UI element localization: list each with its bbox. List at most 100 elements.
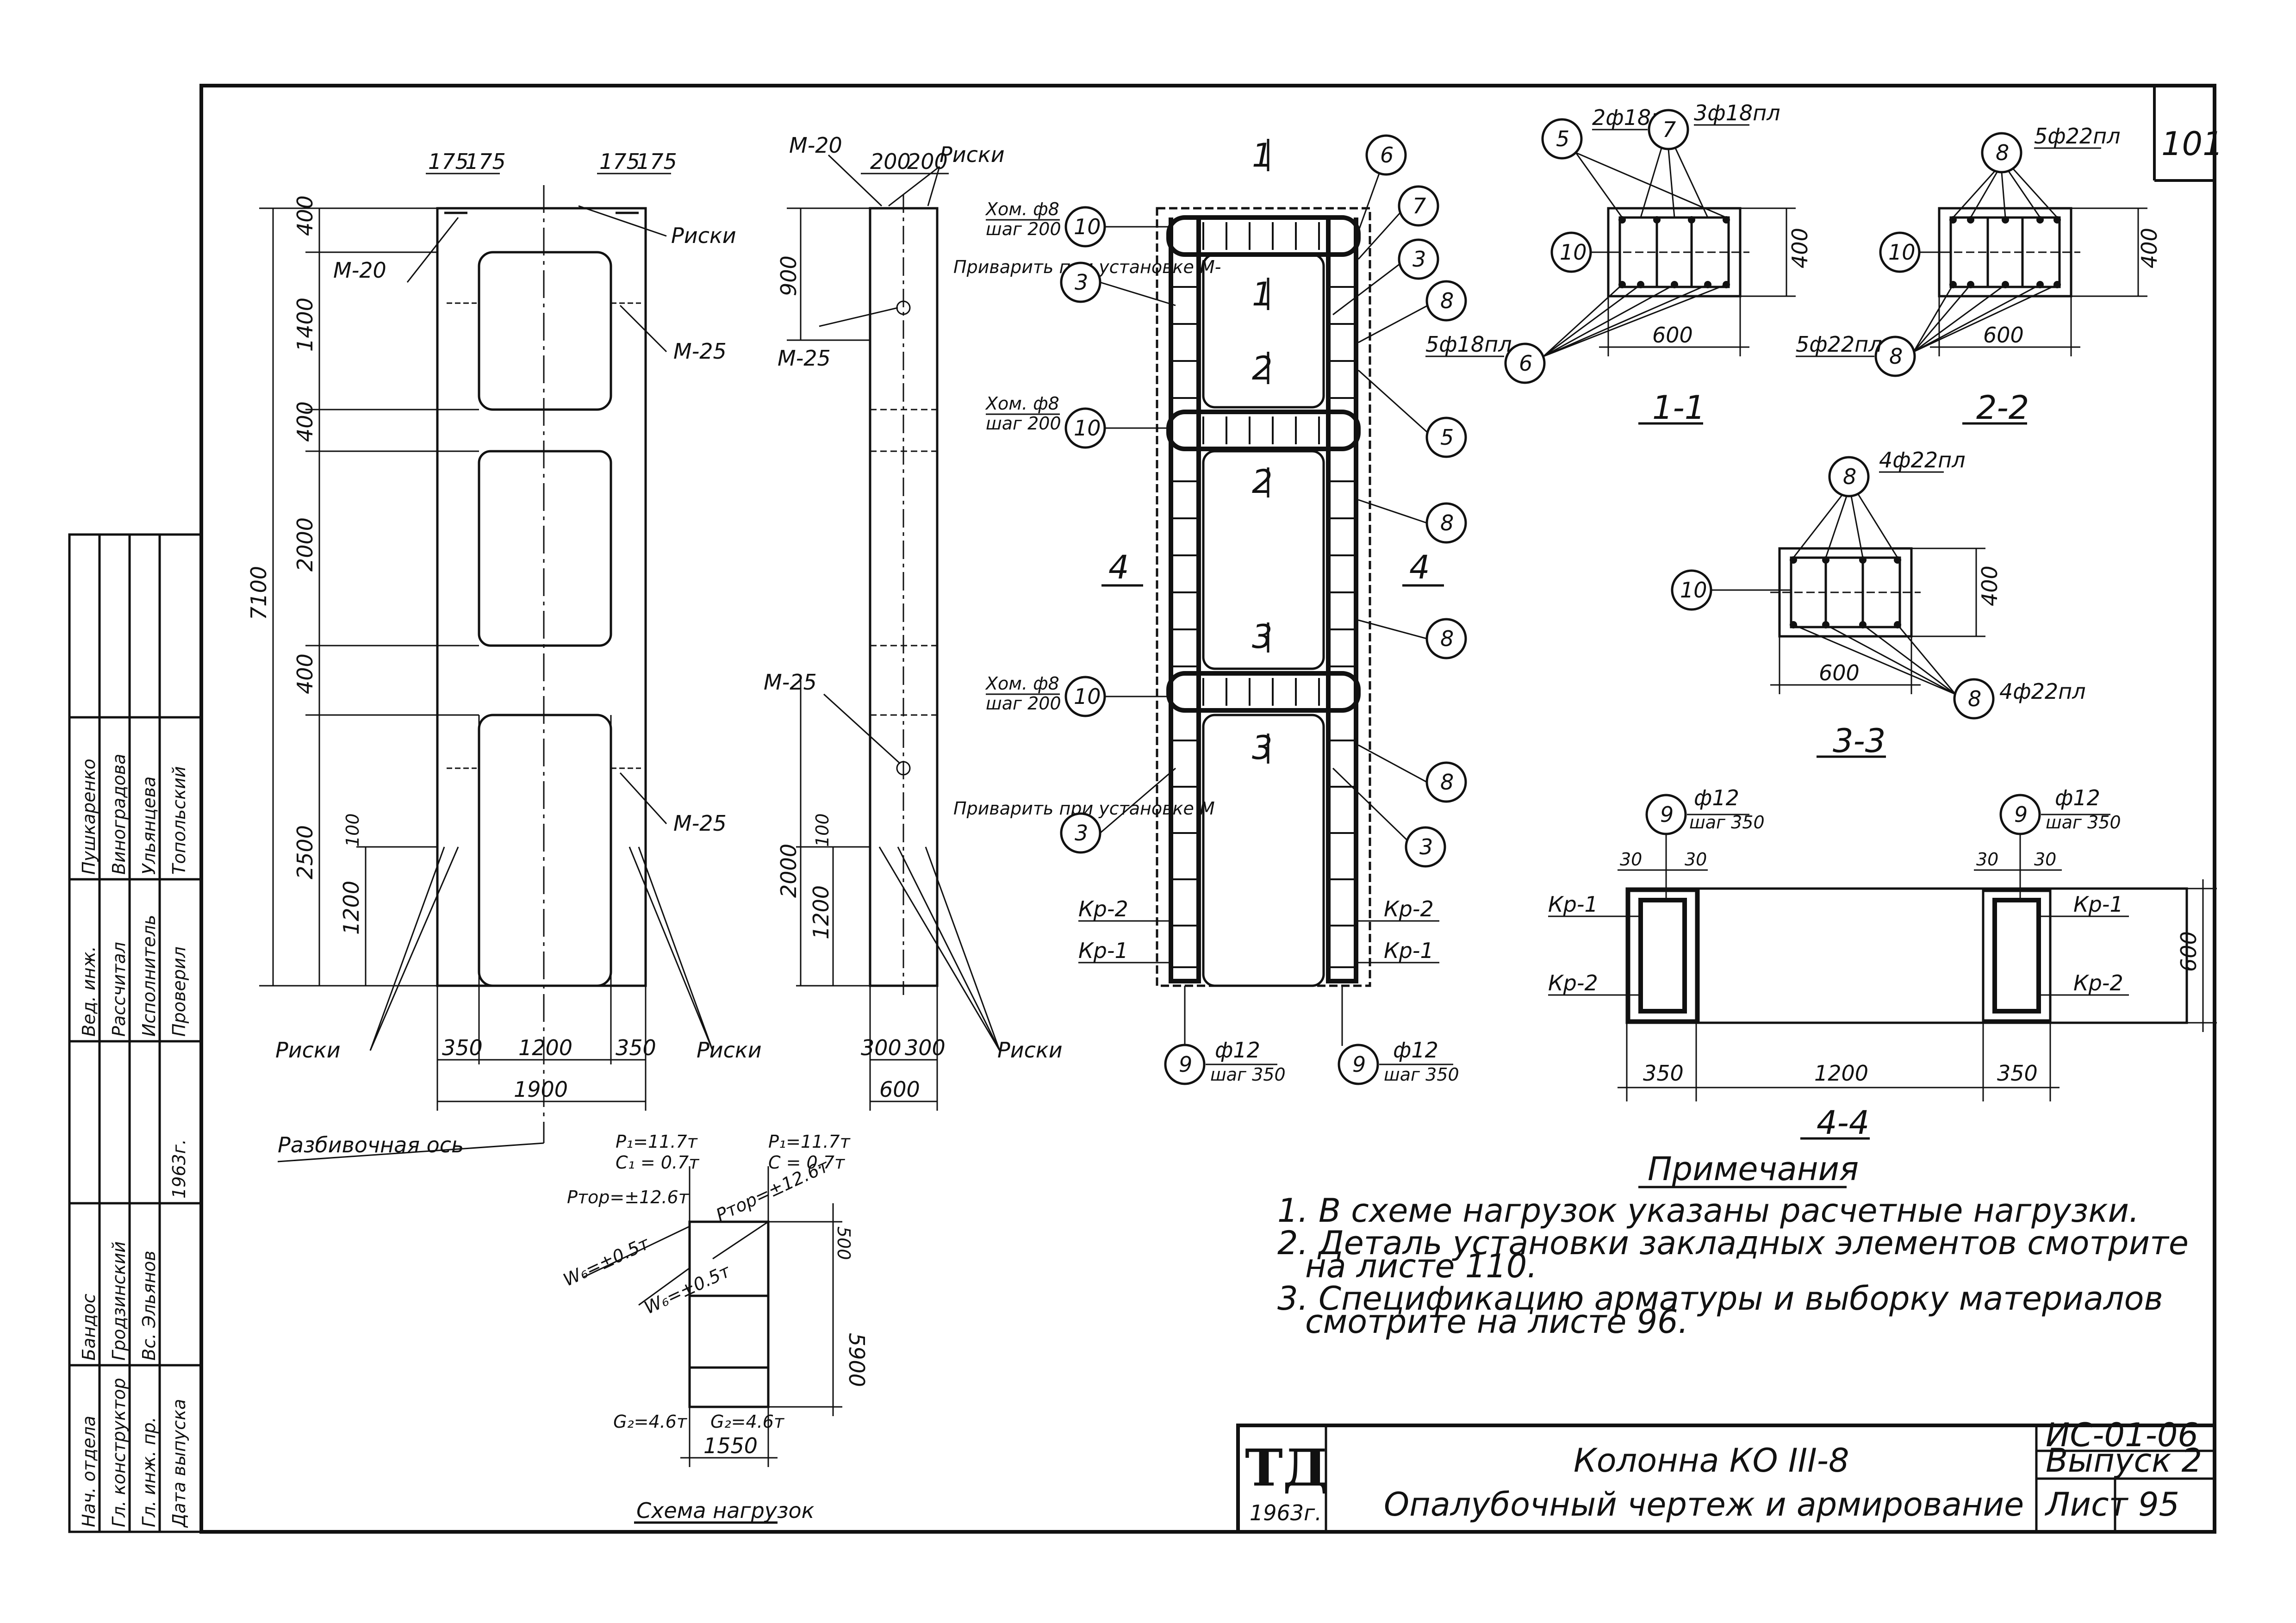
side-label-m25-b: М-25 xyxy=(764,670,817,695)
load-dim-1550: 1550 xyxy=(703,1433,758,1458)
dim-7100: 7100 xyxy=(246,566,271,620)
section-3-3: 600 400 8 4ф22пл 10 8 4ф22пл 3-3 xyxy=(1671,448,2086,760)
cut-2-mid: 2 xyxy=(1252,463,1273,501)
bottom-step-a: шаг 350 xyxy=(1210,1064,1286,1085)
front-elevation: 400 1400 400 2000 400 2500 7100 1200 100… xyxy=(246,149,762,1163)
sec44-bar2: ф12 xyxy=(2055,785,2100,810)
load-dim-500: 500 xyxy=(834,1226,854,1260)
side-label-riski-bottom: Риски xyxy=(997,1038,1063,1063)
title-stamp: ТД 1963г. Колонна КО III-8 Опалубочный ч… xyxy=(1236,1416,2216,1534)
load-c1-right: C = 0.7т xyxy=(768,1152,846,1173)
sec33-width: 600 xyxy=(1819,660,1860,685)
sec33-bars-top: 4ф22пл xyxy=(1879,448,1966,473)
pos-3-b: 3 xyxy=(1075,821,1088,846)
note-3-cont: смотрите на листе 96. xyxy=(1305,1303,1688,1341)
sig-role-7: Исполнитель xyxy=(139,915,159,1037)
sec44-step1: шаг 350 xyxy=(1689,812,1765,833)
note-1: 1. В схеме нагрузок указаны расчетные на… xyxy=(1277,1192,2139,1230)
sig-role-2: Гл. конструктор xyxy=(109,1378,129,1527)
sec33-pos-8b: 8 xyxy=(1968,686,1981,711)
sec22-title: 2-2 xyxy=(1976,389,2029,427)
dim-100: 100 xyxy=(342,813,363,847)
load-scheme-title: Схема нагрузок xyxy=(636,1498,815,1523)
sig-name-6: Виноградова xyxy=(109,754,129,875)
sec22-pos-8b: 8 xyxy=(1889,344,1903,369)
stamp-issue: Выпуск 2 xyxy=(2046,1442,2202,1480)
load-c1-left: C₁ = 0.7т xyxy=(616,1152,700,1173)
cut-3-top: 3 xyxy=(1252,618,1273,656)
side-dim-200-a: 200 xyxy=(870,149,911,174)
sec44-title: 4-4 xyxy=(1817,1104,1869,1142)
dim-2500: 2500 xyxy=(292,825,317,879)
dim-1900: 1900 xyxy=(514,1077,568,1102)
cut-2-top: 2 xyxy=(1252,349,1273,387)
sig-role-3: Гл. инж. пр. xyxy=(139,1417,159,1527)
sig-role-5: Вед. инж. xyxy=(79,946,99,1037)
sec22-height: 400 xyxy=(2137,228,2162,268)
frame-kr1-left: Кр-1 xyxy=(1078,938,1128,963)
pos-7-r: 7 xyxy=(1412,193,1426,218)
stamp-sheet-num: 95 xyxy=(2138,1486,2179,1524)
load-p1-right: P₁=11.7т xyxy=(768,1132,851,1152)
sec11-pos-7: 7 xyxy=(1662,117,1676,142)
sec22-bars-bottom: 5ф22пл xyxy=(1796,332,1882,357)
cut-1-mid: 1 xyxy=(1252,275,1273,313)
sec22-width: 600 xyxy=(1983,323,2024,348)
sec11-bars-top-right: 3ф18пл xyxy=(1694,100,1780,125)
sec44-dim-30-c: 30 xyxy=(1976,849,1998,870)
sec33-pos-8a: 8 xyxy=(1843,464,1856,489)
sec44-pos-9a: 9 xyxy=(1660,802,1674,827)
sec11-bars-bottom: 5ф18пл xyxy=(1425,332,1512,357)
sec44-kr2-left: Кр-2 xyxy=(1548,970,1598,995)
side-dim-300-b: 300 xyxy=(905,1035,946,1060)
sec11-width: 600 xyxy=(1652,323,1693,348)
pos-8-r-d: 8 xyxy=(1440,770,1454,795)
sec44-dim-30-d: 30 xyxy=(2034,849,2056,870)
note-2: 2. Деталь установки закладных элементов … xyxy=(1277,1224,2189,1262)
sig-name-7: Ульянцева xyxy=(139,777,159,875)
dim-400-c: 400 xyxy=(292,653,317,694)
dim-bottom-350-a: 350 xyxy=(442,1035,483,1060)
load-wb-1: W₆=±0.5т xyxy=(560,1232,653,1290)
pos-8-r-a: 8 xyxy=(1440,288,1454,313)
cut-1-top: 1 xyxy=(1252,137,1273,174)
stamp-subtitle: Опалубочный чертеж и армирование xyxy=(1384,1486,2024,1524)
sig-role-6: Рассчитал xyxy=(109,942,129,1037)
dim-1400: 1400 xyxy=(292,298,317,352)
pos-6-r: 6 xyxy=(1380,143,1394,168)
pos-8-r-b: 8 xyxy=(1440,510,1454,535)
pos-5-r: 5 xyxy=(1440,425,1454,450)
dim-bottom-350-b: 350 xyxy=(616,1035,656,1060)
section-1-1: 600 400 5 2ф18пл 7 3ф18пл 10 6 5ф18пл 1-… xyxy=(1425,100,1812,427)
sig-role-8: Проверил xyxy=(169,946,189,1037)
sec22-pos-8a: 8 xyxy=(1996,140,2009,165)
stamp-code: ИС-01-06 xyxy=(2046,1416,2198,1454)
pos-3-r-b: 3 xyxy=(1419,834,1433,859)
dim-2000: 2000 xyxy=(292,517,317,572)
notes-block: Примечания 1. В схеме нагрузок указаны р… xyxy=(1277,1150,2189,1341)
pos-10-a: 10 xyxy=(1074,214,1101,239)
side-label-m20: М-20 xyxy=(789,133,842,158)
pos-9-a: 9 xyxy=(1179,1052,1192,1077)
sec44-kr1-right: Кр-1 xyxy=(2073,892,2123,917)
side-dim-200-b: 200 xyxy=(907,149,948,174)
side-dim-300-a: 300 xyxy=(861,1035,902,1060)
sec44-dim-1200: 1200 xyxy=(1814,1061,1868,1086)
label-m25-front-a: М-25 xyxy=(673,339,727,364)
frame-kr1-right: Кр-1 xyxy=(1384,938,1434,963)
side-elevation: 200 200 900 2000 1200 100 300 300 600 М-… xyxy=(764,133,1063,1111)
sec33-title: 3-3 xyxy=(1833,722,1885,760)
side-dim-2000: 2000 xyxy=(776,844,801,898)
label-riski-right: Риски xyxy=(697,1038,762,1063)
side-dim-1200: 1200 xyxy=(809,885,834,939)
sec44-pos-9b: 9 xyxy=(2014,802,2028,827)
reinforcement-elevation: 1 1 2 2 3 3 4 4 Хом. ф8 шаг 200 10 Прива… xyxy=(953,134,1467,1085)
sig-name-3: Вс. Эльянов xyxy=(139,1250,159,1361)
load-g2-right: G₂=4.6т xyxy=(710,1412,785,1432)
dim-top-175-a: 175 xyxy=(428,149,469,174)
label-m25-front-b: М-25 xyxy=(673,811,727,836)
sec44-dim-30-a: 30 xyxy=(1620,849,1642,870)
load-scheme: P₁=11.7т C₁ = 0.7т P₁=11.7т C = 0.7т Pто… xyxy=(560,1132,869,1524)
stamp-title: Колонна КО III-8 xyxy=(1574,1442,1849,1480)
cut-4-left: 4 xyxy=(1108,548,1129,586)
